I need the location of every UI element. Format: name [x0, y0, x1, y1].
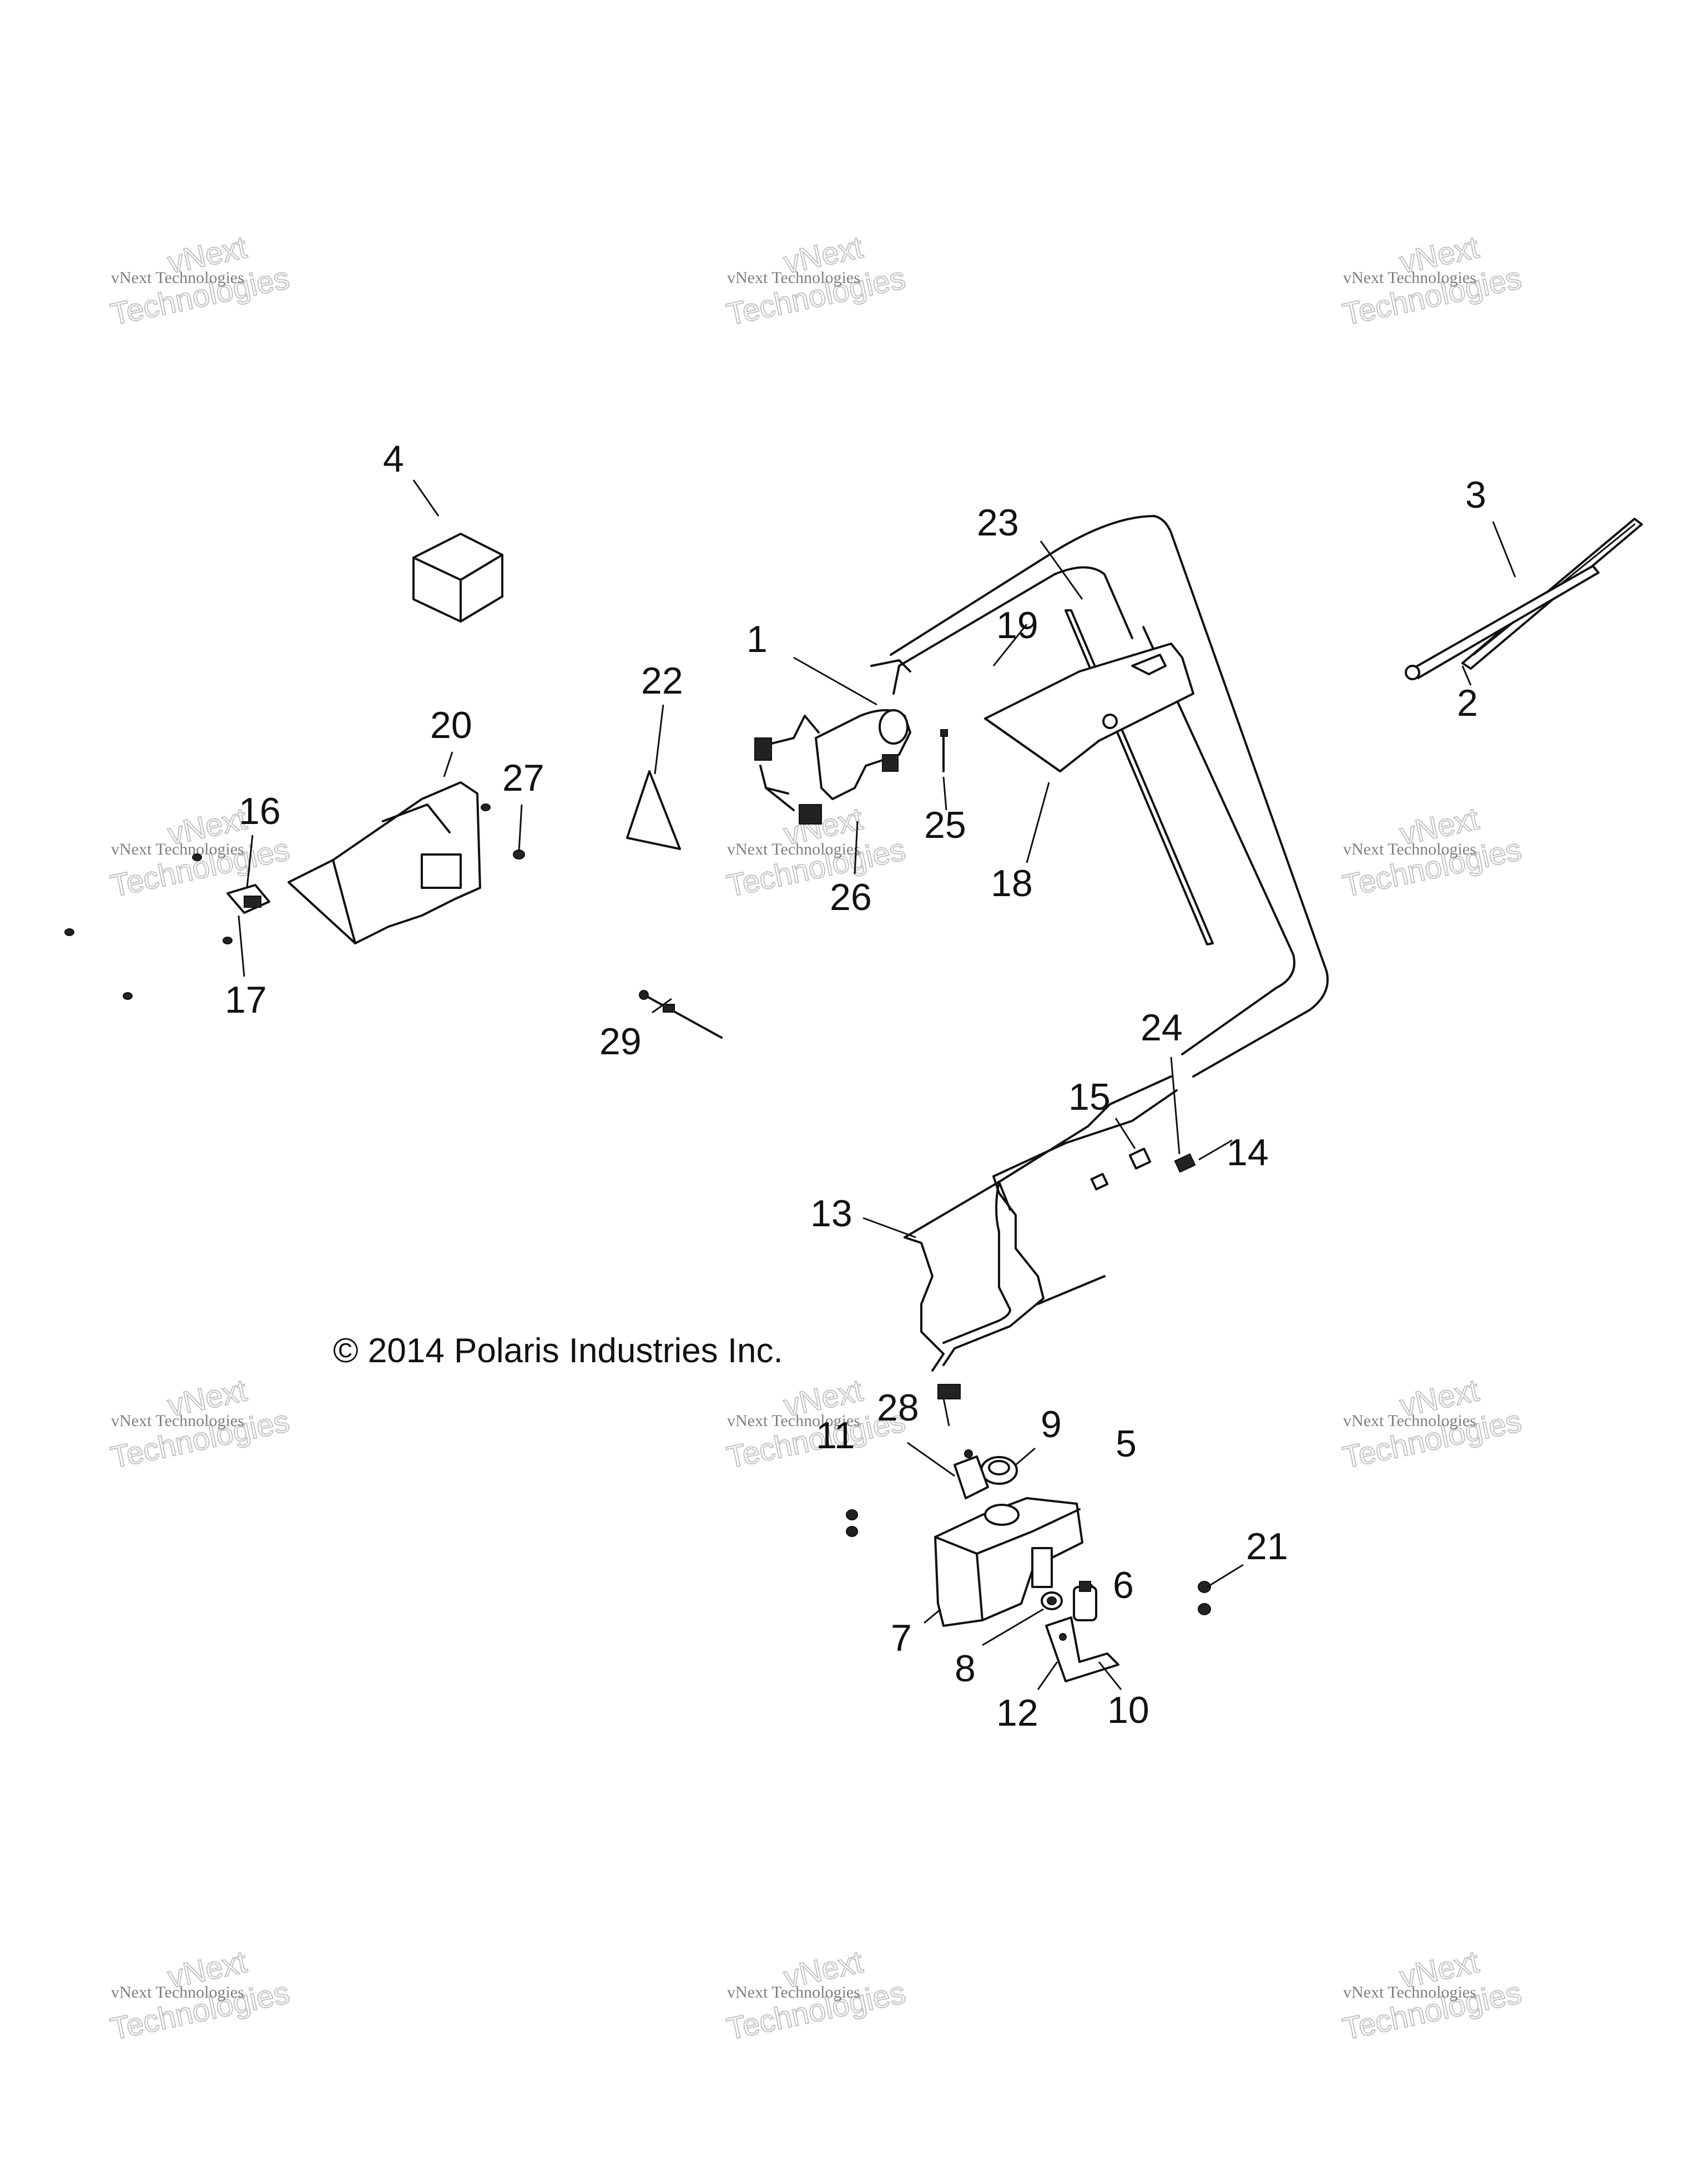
- callout-2: 2: [1457, 682, 1478, 724]
- callout-28: 28: [877, 1387, 919, 1429]
- callout-13: 13: [810, 1192, 852, 1235]
- callout-6: 6: [1113, 1564, 1134, 1606]
- callout-12: 12: [996, 1692, 1038, 1734]
- callout-5: 5: [1116, 1423, 1137, 1465]
- watermark-7: vNext Technologies vNext Technologies: [107, 1372, 293, 1475]
- part-14-clip: [1090, 1147, 1196, 1191]
- svg-text:vNext Technologies: vNext Technologies: [1343, 840, 1476, 858]
- callout-16: 16: [239, 790, 281, 832]
- callout-11: 11: [816, 1414, 855, 1457]
- wire-harness: [890, 515, 1329, 1372]
- part-19-bolt: [940, 729, 948, 772]
- part-22-triangle: [626, 770, 681, 850]
- part-1-wiper-motor: [754, 659, 911, 825]
- callout-3: 3: [1465, 474, 1486, 516]
- part-6-pump: [1073, 1581, 1097, 1621]
- watermark-2: vNext Technologies vNext Technologies: [723, 229, 909, 332]
- part-16-switch: [226, 884, 270, 914]
- part-11-bracket: [954, 1449, 989, 1499]
- watermark-6: vNext Technologies vNext Technologies: [1339, 800, 1525, 904]
- part-9-cap: [980, 1456, 1018, 1485]
- svg-text:vNext Technologies: vNext Technologies: [1343, 1983, 1476, 2001]
- part-20-housing: [287, 781, 481, 944]
- callout-23: 23: [977, 502, 1019, 544]
- watermark-3: vNext Technologies vNext Technologies: [1339, 229, 1525, 332]
- svg-text:vNext Technologies: vNext Technologies: [1343, 269, 1476, 287]
- part-8-grommet: [1041, 1591, 1063, 1610]
- callout-26: 26: [830, 876, 872, 918]
- callout-18: 18: [991, 862, 1033, 904]
- callout-22: 22: [641, 660, 683, 702]
- copyright-notice: © 2014 Polaris Industries Inc.: [333, 1332, 783, 1370]
- callout-25: 25: [924, 804, 966, 846]
- svg-text:vNext Technologies: vNext Technologies: [727, 269, 860, 287]
- svg-text:vNext Technologies: vNext Technologies: [111, 269, 244, 287]
- watermark-1: vNext Technologies vNext Technologies: [107, 229, 293, 332]
- part-10-bracket: [1045, 1616, 1119, 1682]
- callout-20: 20: [430, 704, 472, 746]
- callout-29: 29: [599, 1020, 642, 1063]
- callout-8: 8: [955, 1647, 976, 1690]
- svg-text:vNext Technologies: vNext Technologies: [111, 1412, 244, 1430]
- callout-9: 9: [1041, 1403, 1062, 1445]
- svg-text:vNext Technologies: vNext Technologies: [727, 840, 860, 858]
- screws: [64, 803, 1211, 1615]
- callout-19: 19: [996, 604, 1038, 646]
- part-2-wiper-arm: [1405, 565, 1600, 680]
- watermarks: vNext Technologies vNext Technologies vN…: [107, 229, 1525, 2047]
- callout-7: 7: [891, 1617, 912, 1659]
- watermark-9: vNext Technologies vNext Technologies: [1339, 1372, 1525, 1475]
- svg-text:vNext Technologies: vNext Technologies: [727, 1412, 860, 1430]
- leader-lines: [238, 479, 1516, 1690]
- part-29-tie: [639, 990, 723, 1039]
- callout-14: 14: [1227, 1131, 1269, 1174]
- callout-1: 1: [746, 618, 768, 660]
- watermark-11: vNext Technologies vNext Technologies: [723, 1943, 909, 2047]
- svg-text:vNext Technologies: vNext Technologies: [727, 1983, 860, 2001]
- svg-text:vNext Technologies: vNext Technologies: [111, 1983, 244, 2001]
- callout-15: 15: [1068, 1076, 1111, 1118]
- callout-24: 24: [1141, 1007, 1183, 1049]
- callout-4: 4: [383, 438, 404, 480]
- callout-10: 10: [1107, 1689, 1149, 1731]
- svg-text:vNext Technologies: vNext Technologies: [1343, 1412, 1476, 1430]
- part-28-connector: [937, 1384, 961, 1399]
- callout-17: 17: [225, 979, 267, 1021]
- part-18-cover: [984, 643, 1194, 772]
- part-4-box: [412, 533, 503, 623]
- watermark-12: vNext Technologies vNext Technologies: [1339, 1943, 1525, 2047]
- callouts: 1 2 3 4 5 6 7 8 9 10 11 12 13 14 15 16 1…: [225, 438, 1486, 1734]
- watermark-10: vNext Technologies vNext Technologies: [107, 1943, 293, 2047]
- svg-text:vNext Technologies: vNext Technologies: [111, 840, 244, 858]
- part-7-reservoir: [934, 1497, 1083, 1627]
- callout-21: 21: [1246, 1525, 1288, 1568]
- callout-27: 27: [502, 757, 544, 799]
